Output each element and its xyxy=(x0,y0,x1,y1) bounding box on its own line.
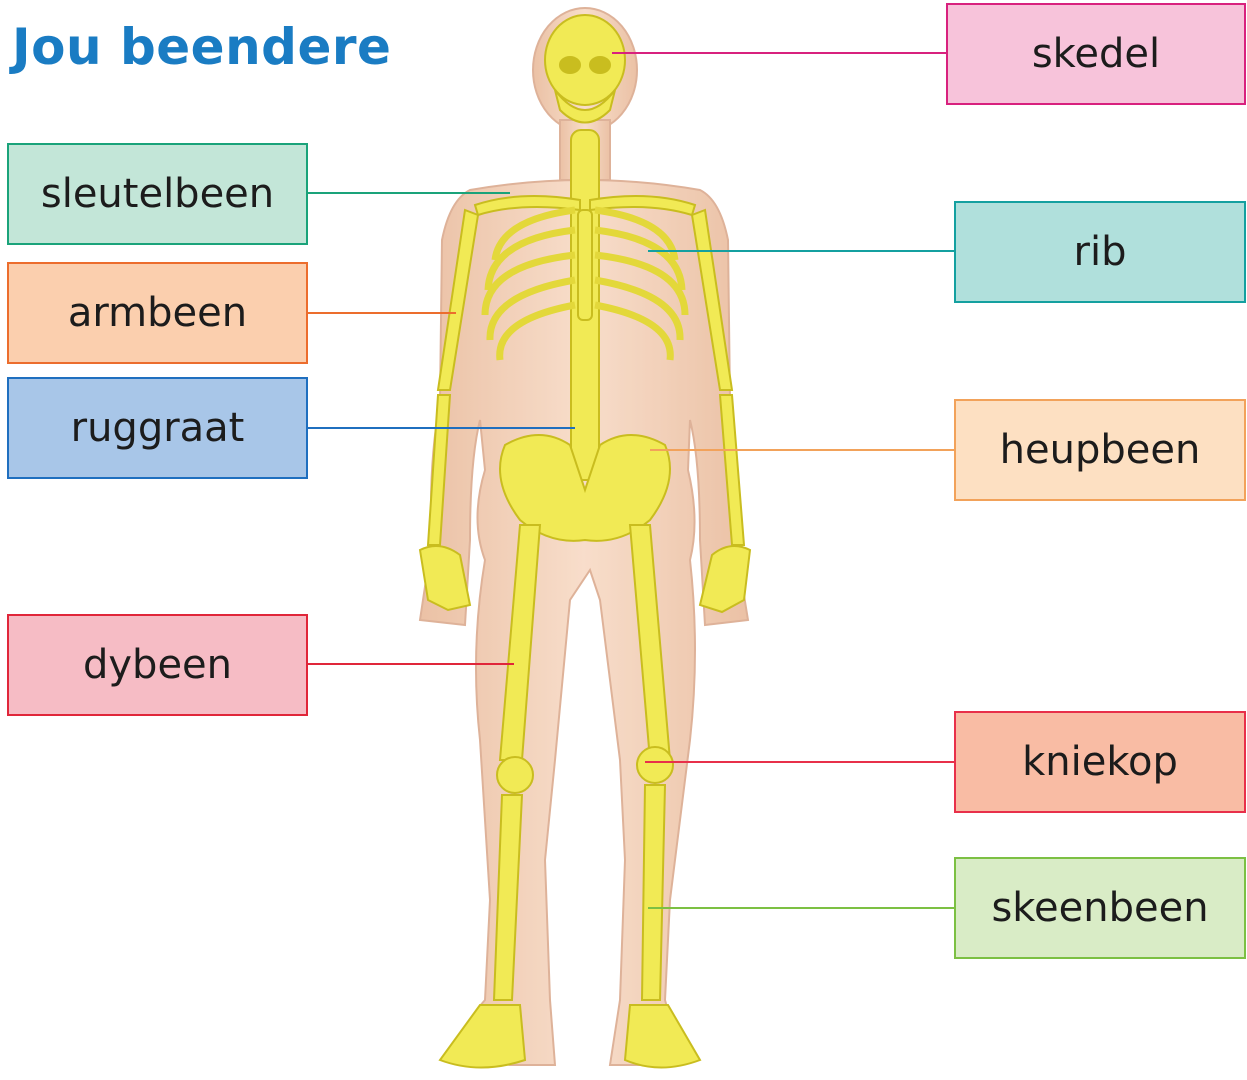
label-thigh-bone: dybeen xyxy=(7,614,308,716)
hip-bone xyxy=(500,435,670,541)
skeleton xyxy=(420,15,750,1068)
collarbone-bone xyxy=(475,196,580,215)
skull-bone xyxy=(545,15,625,105)
ribcage xyxy=(485,210,685,360)
label-arm-bone: armbeen xyxy=(7,262,308,364)
body-silhouette xyxy=(420,8,748,1065)
shin-bone xyxy=(494,795,522,1000)
thigh-bone xyxy=(500,525,540,760)
label-hip-bone: heupbeen xyxy=(954,399,1246,501)
spine-bone xyxy=(571,130,599,480)
label-collarbone: sleutelbeen xyxy=(7,143,308,245)
label-spine: ruggraat xyxy=(7,377,308,479)
kneecap-bone xyxy=(497,757,533,793)
label-shin-bone: skeenbeen xyxy=(954,857,1246,959)
page-title: Jou beendere xyxy=(12,18,391,76)
arm-bone xyxy=(438,210,478,390)
label-rib: rib xyxy=(954,201,1246,303)
label-skull: skedel xyxy=(946,3,1246,105)
label-kneecap: kniekop xyxy=(954,711,1246,813)
